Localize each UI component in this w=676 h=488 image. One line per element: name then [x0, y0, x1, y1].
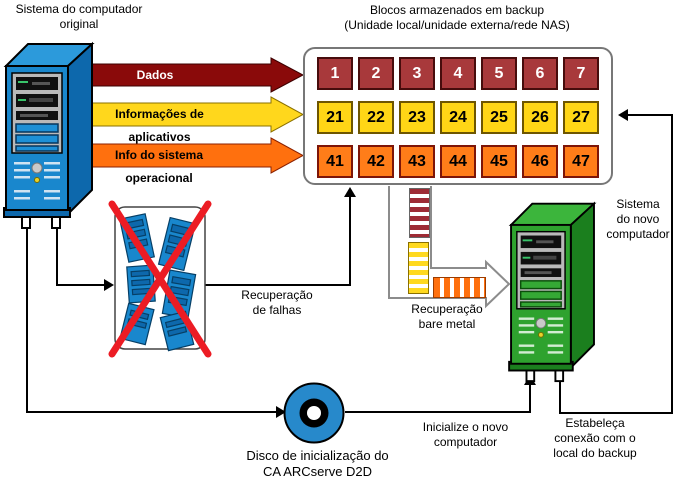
- backup-block: 2: [358, 57, 394, 90]
- connect-backup-label: Estabeleça conexão com o local do backup: [535, 416, 655, 461]
- arrowhead-to-backup-right: [618, 109, 628, 121]
- connector-lines: [26, 114, 673, 414]
- data-ribbon-arrow: [89, 57, 305, 93]
- backup-block: 22: [358, 101, 394, 134]
- backup-box-title-line: Blocos armazenados em backup: [369, 3, 545, 17]
- red-x-icon: [108, 200, 212, 358]
- backup-block: 45: [481, 145, 517, 178]
- initialize-label: Inicialize o novo computador: [403, 420, 528, 450]
- bare-metal-label: Recuperação bare metal: [388, 302, 506, 332]
- backup-box-subtitle-line: (Unidade local/unidade externa/rede NAS): [344, 18, 570, 32]
- application-ribbon-label: Informações de aplicativos: [115, 107, 204, 144]
- connect-line1: Estabeleça: [565, 416, 625, 430]
- backup-block: 43: [399, 145, 435, 178]
- backup-block: 5: [481, 57, 517, 90]
- flow-line-original-to-crash: [56, 222, 104, 286]
- backup-block: 47: [563, 145, 599, 178]
- flow-line-original-to-disc: [26, 222, 276, 413]
- bare-metal-line1: Recuperação: [411, 302, 483, 316]
- flow-line-disc-to-new: [345, 384, 531, 413]
- failure-recovery-label: Recuperação de falhas: [222, 288, 332, 318]
- boot-disc-label: Disco de inicialização do CA ARCserve D2…: [225, 448, 410, 480]
- backup-box-title: Blocos armazenados em backup (Unidade lo…: [275, 3, 639, 33]
- crashed-server-icon: [108, 200, 212, 358]
- new-server-icon: [508, 201, 597, 383]
- boot-disc-icon: [283, 382, 345, 444]
- backup-block: 21: [317, 101, 353, 134]
- connect-line3: local do backup: [553, 446, 637, 460]
- original-system-label-line1: Sistema do computador: [15, 2, 143, 16]
- boot-disc-line2: CA ARCserve D2D: [262, 464, 373, 479]
- os-stream-bar: [433, 277, 486, 298]
- application-stream-bar: [408, 242, 429, 294]
- backup-block: 7: [563, 57, 599, 90]
- backup-block: 44: [440, 145, 476, 178]
- backup-block: 23: [399, 101, 435, 134]
- arrowhead-to-backup-bottom: [344, 187, 356, 197]
- failure-recovery-line2: de falhas: [252, 303, 302, 317]
- flow-line-crash-to-backup: [203, 196, 351, 286]
- new-system-line1: Sistema: [616, 197, 660, 211]
- original-server-icon: [3, 41, 95, 229]
- initialize-line1: Inicialize o novo: [422, 420, 509, 434]
- backup-block: 3: [399, 57, 435, 90]
- arrowhead-to-crash: [104, 279, 114, 291]
- data-stream-bar: [409, 188, 430, 238]
- backup-block: 27: [563, 101, 599, 134]
- backup-block: 26: [522, 101, 558, 134]
- backup-block: 41: [317, 145, 353, 178]
- application-ribbon-arrow: [91, 96, 305, 133]
- os-ribbon-arrow: [89, 137, 305, 174]
- backup-block: 46: [522, 145, 558, 178]
- original-system-label-line2: original: [59, 17, 99, 31]
- backup-block: 24: [440, 101, 476, 134]
- bare-metal-line2: bare metal: [418, 317, 476, 331]
- os-ribbon-label: Info do sistema operacional: [114, 148, 203, 185]
- new-system-line3: computador: [606, 227, 670, 241]
- failure-recovery-line1: Recuperação: [241, 288, 313, 302]
- initialize-line2: computador: [433, 435, 498, 449]
- backup-block: 42: [358, 145, 394, 178]
- backup-block-grid: 1 2 3 4 5 6 7 21 22 23 24 25 26 27 41 42…: [305, 49, 599, 178]
- new-system-line2: do novo: [616, 212, 660, 226]
- new-system-label: Sistema do novo computador: [596, 197, 676, 242]
- backup-block: 6: [522, 57, 558, 90]
- backup-block: 1: [317, 57, 353, 90]
- backup-block: 25: [481, 101, 517, 134]
- data-ribbon-label: Dados: [136, 68, 174, 82]
- backup-blocks-box: 1 2 3 4 5 6 7 21 22 23 24 25 26 27 41 42…: [303, 47, 613, 185]
- flow-line-new-to-backup: [559, 114, 673, 414]
- arrowhead-to-disc: [276, 406, 286, 418]
- boot-disc-line1: Disco de inicialização do: [246, 448, 389, 463]
- connect-line2: conexão com o: [554, 431, 636, 445]
- connector-arrowheads: [104, 109, 628, 418]
- original-system-label: Sistema do computador original: [0, 2, 158, 32]
- backup-block: 4: [440, 57, 476, 90]
